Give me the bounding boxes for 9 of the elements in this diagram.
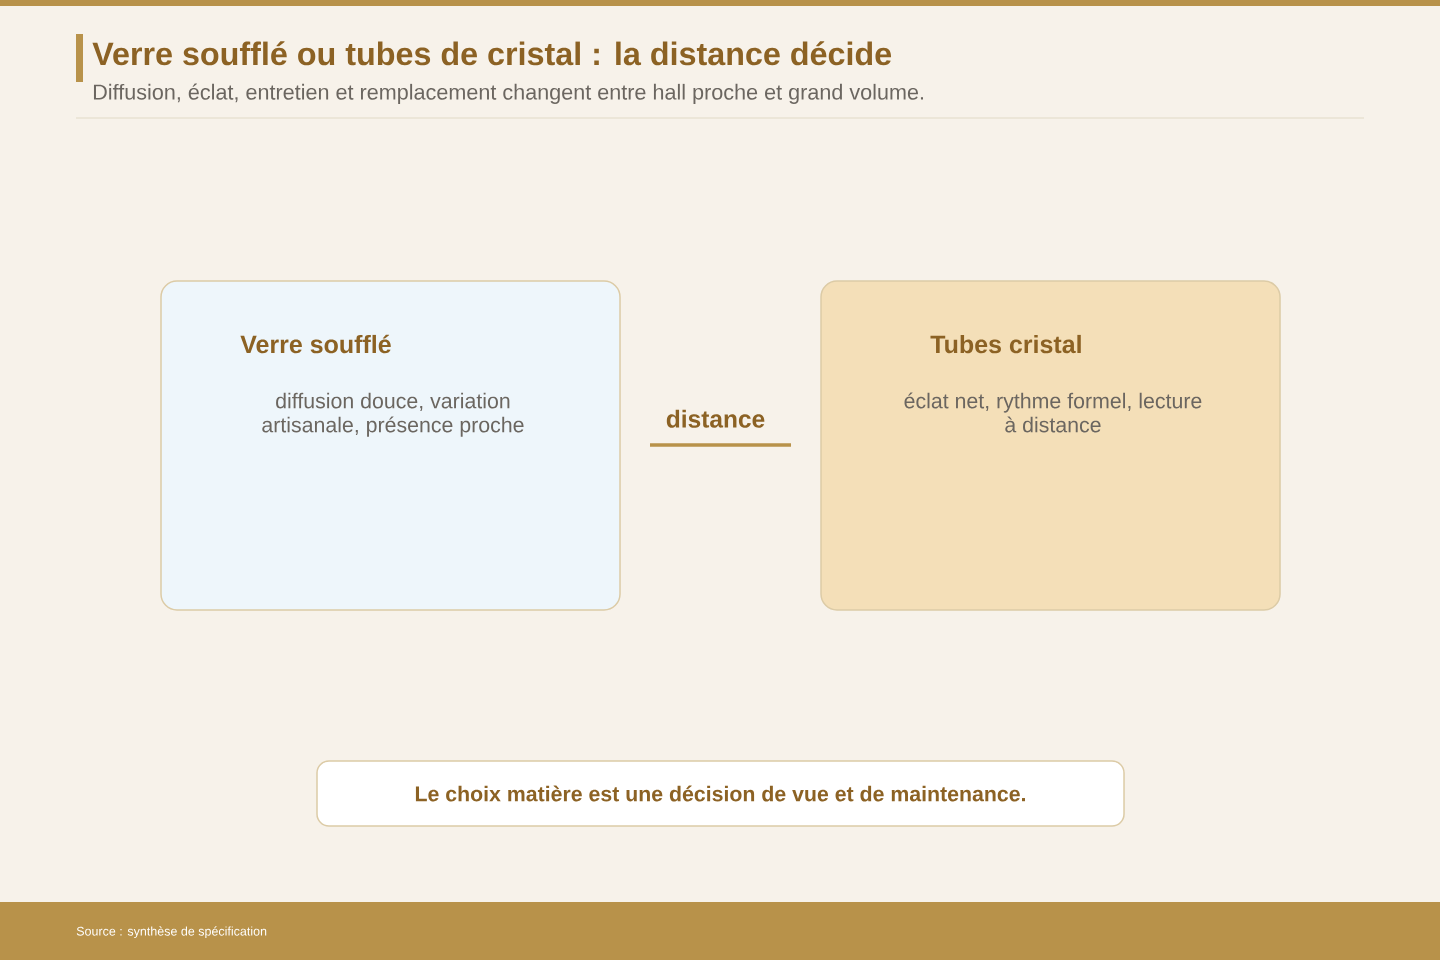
note-box: Le choix matière est une décision de vue et de maintenance. bbox=[316, 760, 1125, 827]
title: Verre soufflé ou tubes de cristal : la distance décide bbox=[92, 41, 892, 66]
subtitle: Diffusion, éclat, entretien et remplacement changent entre hall proche et grand volume. bbox=[93, 83, 923, 104]
source-note: Source : synthèse de spécification bbox=[76, 926, 267, 939]
card-heading: Tubes cristal bbox=[930, 334, 1081, 354]
card-text: éclat net, rythme formel, lecture à distance bbox=[904, 392, 1202, 433]
label: distance bbox=[666, 409, 765, 428]
card-heading: Verre soufflé bbox=[240, 334, 391, 354]
card-text: diffusion douce, variation artisanale, présence proche bbox=[262, 392, 524, 437]
